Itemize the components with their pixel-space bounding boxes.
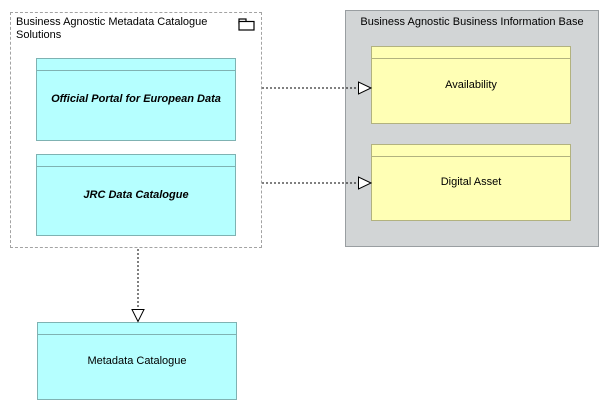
node-digital-asset[interactable]: Digital Asset [371, 144, 571, 221]
node-header-strip [37, 155, 235, 167]
node-label: Official Portal for European Data [51, 93, 221, 105]
node-header-strip [37, 59, 235, 71]
node-label: Metadata Catalogue [87, 354, 187, 367]
folder-icon [238, 18, 255, 31]
node-jrc-data-catalogue[interactable]: JRC Data Catalogue [36, 154, 236, 236]
node-label: Digital Asset [440, 176, 502, 188]
group-label: Business Agnostic Metadata Catalogue Sol… [16, 16, 208, 41]
node-label: JRC Data Catalogue [83, 188, 189, 201]
group-business-information-base[interactable]: Business Agnostic Business Information B… [345, 10, 599, 247]
node-header-strip [38, 323, 236, 335]
node-availability[interactable]: Availability [371, 46, 571, 124]
node-metadata-catalogue[interactable]: Metadata Catalogue [37, 322, 237, 400]
node-header-strip [372, 47, 570, 59]
realization-arrow-solutions-to-metadata-catalogue[interactable] [131, 249, 145, 323]
group-label: Business Agnostic Business Information B… [360, 16, 584, 28]
group-metadata-catalogue-solutions[interactable]: Business Agnostic Metadata Catalogue Sol… [10, 12, 262, 248]
node-official-portal-for-european-data[interactable]: Official Portal for European Data [36, 58, 236, 141]
node-label: Availability [445, 78, 497, 91]
node-header-strip [372, 145, 570, 157]
